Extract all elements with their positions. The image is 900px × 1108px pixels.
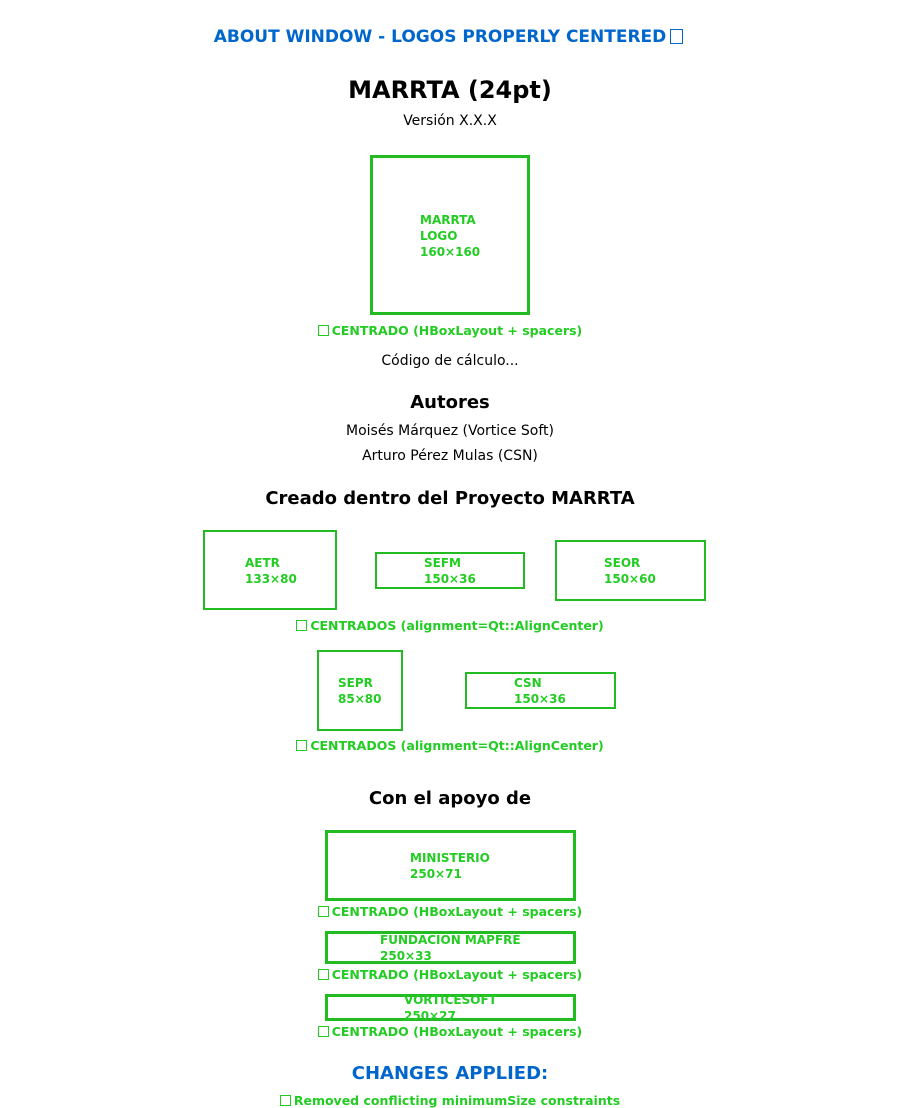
logo-name: SEOR — [604, 556, 641, 570]
logo-size: 133×80 — [245, 572, 297, 586]
check-icon — [317, 1026, 329, 1037]
logo-size: 150×36 — [514, 692, 566, 706]
vorticesoft-logo-label: VORTICESOFT 250×27 — [404, 992, 497, 1024]
vorticesoft-logo-placeholder — [325, 994, 576, 1021]
project-title: Creado dentro del Proyecto MARRTA — [265, 488, 635, 509]
check-icon — [296, 740, 308, 751]
logo-size: 150×36 — [424, 572, 476, 586]
logo-size: 250×33 — [380, 949, 432, 963]
logo-name: SEPR — [338, 676, 373, 690]
logo-name: FUNDACIÓN MAPFRE — [380, 933, 521, 947]
logo-size: 160×160 — [420, 245, 481, 259]
marrta-logo-placeholder — [370, 155, 530, 315]
mapfre-logo-label: FUNDACIÓN MAPFRE 250×33 — [380, 932, 521, 964]
logo-name: CSN — [514, 676, 542, 690]
check-icon — [296, 620, 308, 631]
logo-name: MARRTA — [420, 213, 476, 227]
sepr-logo-label: SEPR 85×80 — [338, 675, 381, 707]
ministerio-logo-placeholder — [325, 830, 576, 901]
seor-logo-label: SEOR 150×60 — [604, 555, 656, 587]
sefm-logo-placeholder — [375, 552, 525, 589]
changes-title: CHANGES APPLIED: — [351, 1063, 549, 1084]
app-title: MARRTA (24pt) — [348, 76, 552, 104]
sefm-logo-label: SEFM 150×36 — [424, 555, 476, 587]
row1-note: CENTRADOS (alignment=Qt::AlignCenter) — [0, 618, 900, 633]
check-icon — [670, 29, 684, 44]
marrta-logo-label: MARRTA LOGO 160×160 — [420, 212, 480, 260]
window-header: ABOUT WINDOW - LOGOS PROPERLY CENTERED — [0, 27, 900, 47]
csn-logo-placeholder — [465, 672, 616, 709]
sepr-logo-placeholder — [317, 650, 403, 731]
logo-type: LOGO — [420, 229, 458, 243]
note-text: CENTRADOS (alignment=Qt::AlignCenter) — [310, 618, 604, 633]
check-icon — [317, 325, 329, 336]
logo-size: 250×27 — [404, 1009, 456, 1023]
change-text: Removed conflicting minimumSize constrai… — [293, 1093, 621, 1108]
note-text: CENTRADO (HBoxLayout + spacers) — [331, 323, 583, 338]
aetr-logo-placeholder — [203, 530, 337, 610]
seor-logo-placeholder — [555, 540, 706, 601]
authors-title: Autores — [410, 392, 490, 413]
note-text: CENTRADO (HBoxLayout + spacers) — [331, 967, 583, 982]
note-text: CENTRADO (HBoxLayout + spacers) — [331, 904, 583, 919]
check-icon — [279, 1095, 291, 1106]
aetr-logo-label: AETR 133×80 — [245, 555, 297, 587]
ministerio-note: CENTRADO (HBoxLayout + spacers) — [0, 904, 900, 919]
logo-size: 85×80 — [338, 692, 382, 706]
author-item: Moisés Márquez (Vortice Soft) — [345, 423, 555, 439]
mapfre-logo-placeholder — [325, 931, 576, 964]
app-version: Versión X.X.X — [403, 113, 497, 129]
changes-item: Removed conflicting minimumSize constrai… — [0, 1093, 900, 1108]
code-text: Código de cálculo... — [381, 353, 519, 369]
header-text: ABOUT WINDOW - LOGOS PROPERLY CENTERED — [213, 27, 667, 47]
note-text: CENTRADOS (alignment=Qt::AlignCenter) — [310, 738, 604, 753]
logo-name: MINISTERIO — [410, 851, 490, 865]
logo-name: SEFM — [424, 556, 461, 570]
check-icon — [317, 969, 329, 980]
logo-name: AETR — [245, 556, 280, 570]
author-item: Arturo Pérez Mulas (CSN) — [362, 448, 538, 464]
vorticesoft-note: CENTRADO (HBoxLayout + spacers) — [0, 1024, 900, 1039]
check-icon — [317, 906, 329, 917]
ministerio-logo-label: MINISTERIO 250×71 — [410, 850, 490, 882]
logo-size: 250×71 — [410, 867, 462, 881]
row2-note: CENTRADOS (alignment=Qt::AlignCenter) — [0, 738, 900, 753]
logo-name: VORTICESOFT — [404, 993, 497, 1007]
mapfre-note: CENTRADO (HBoxLayout + spacers) — [0, 967, 900, 982]
note-text: CENTRADO (HBoxLayout + spacers) — [331, 1024, 583, 1039]
csn-logo-label: CSN 150×36 — [514, 675, 566, 707]
support-title: Con el apoyo de — [368, 788, 532, 809]
main-logo-note: CENTRADO (HBoxLayout + spacers) — [0, 323, 900, 338]
logo-size: 150×60 — [604, 572, 656, 586]
